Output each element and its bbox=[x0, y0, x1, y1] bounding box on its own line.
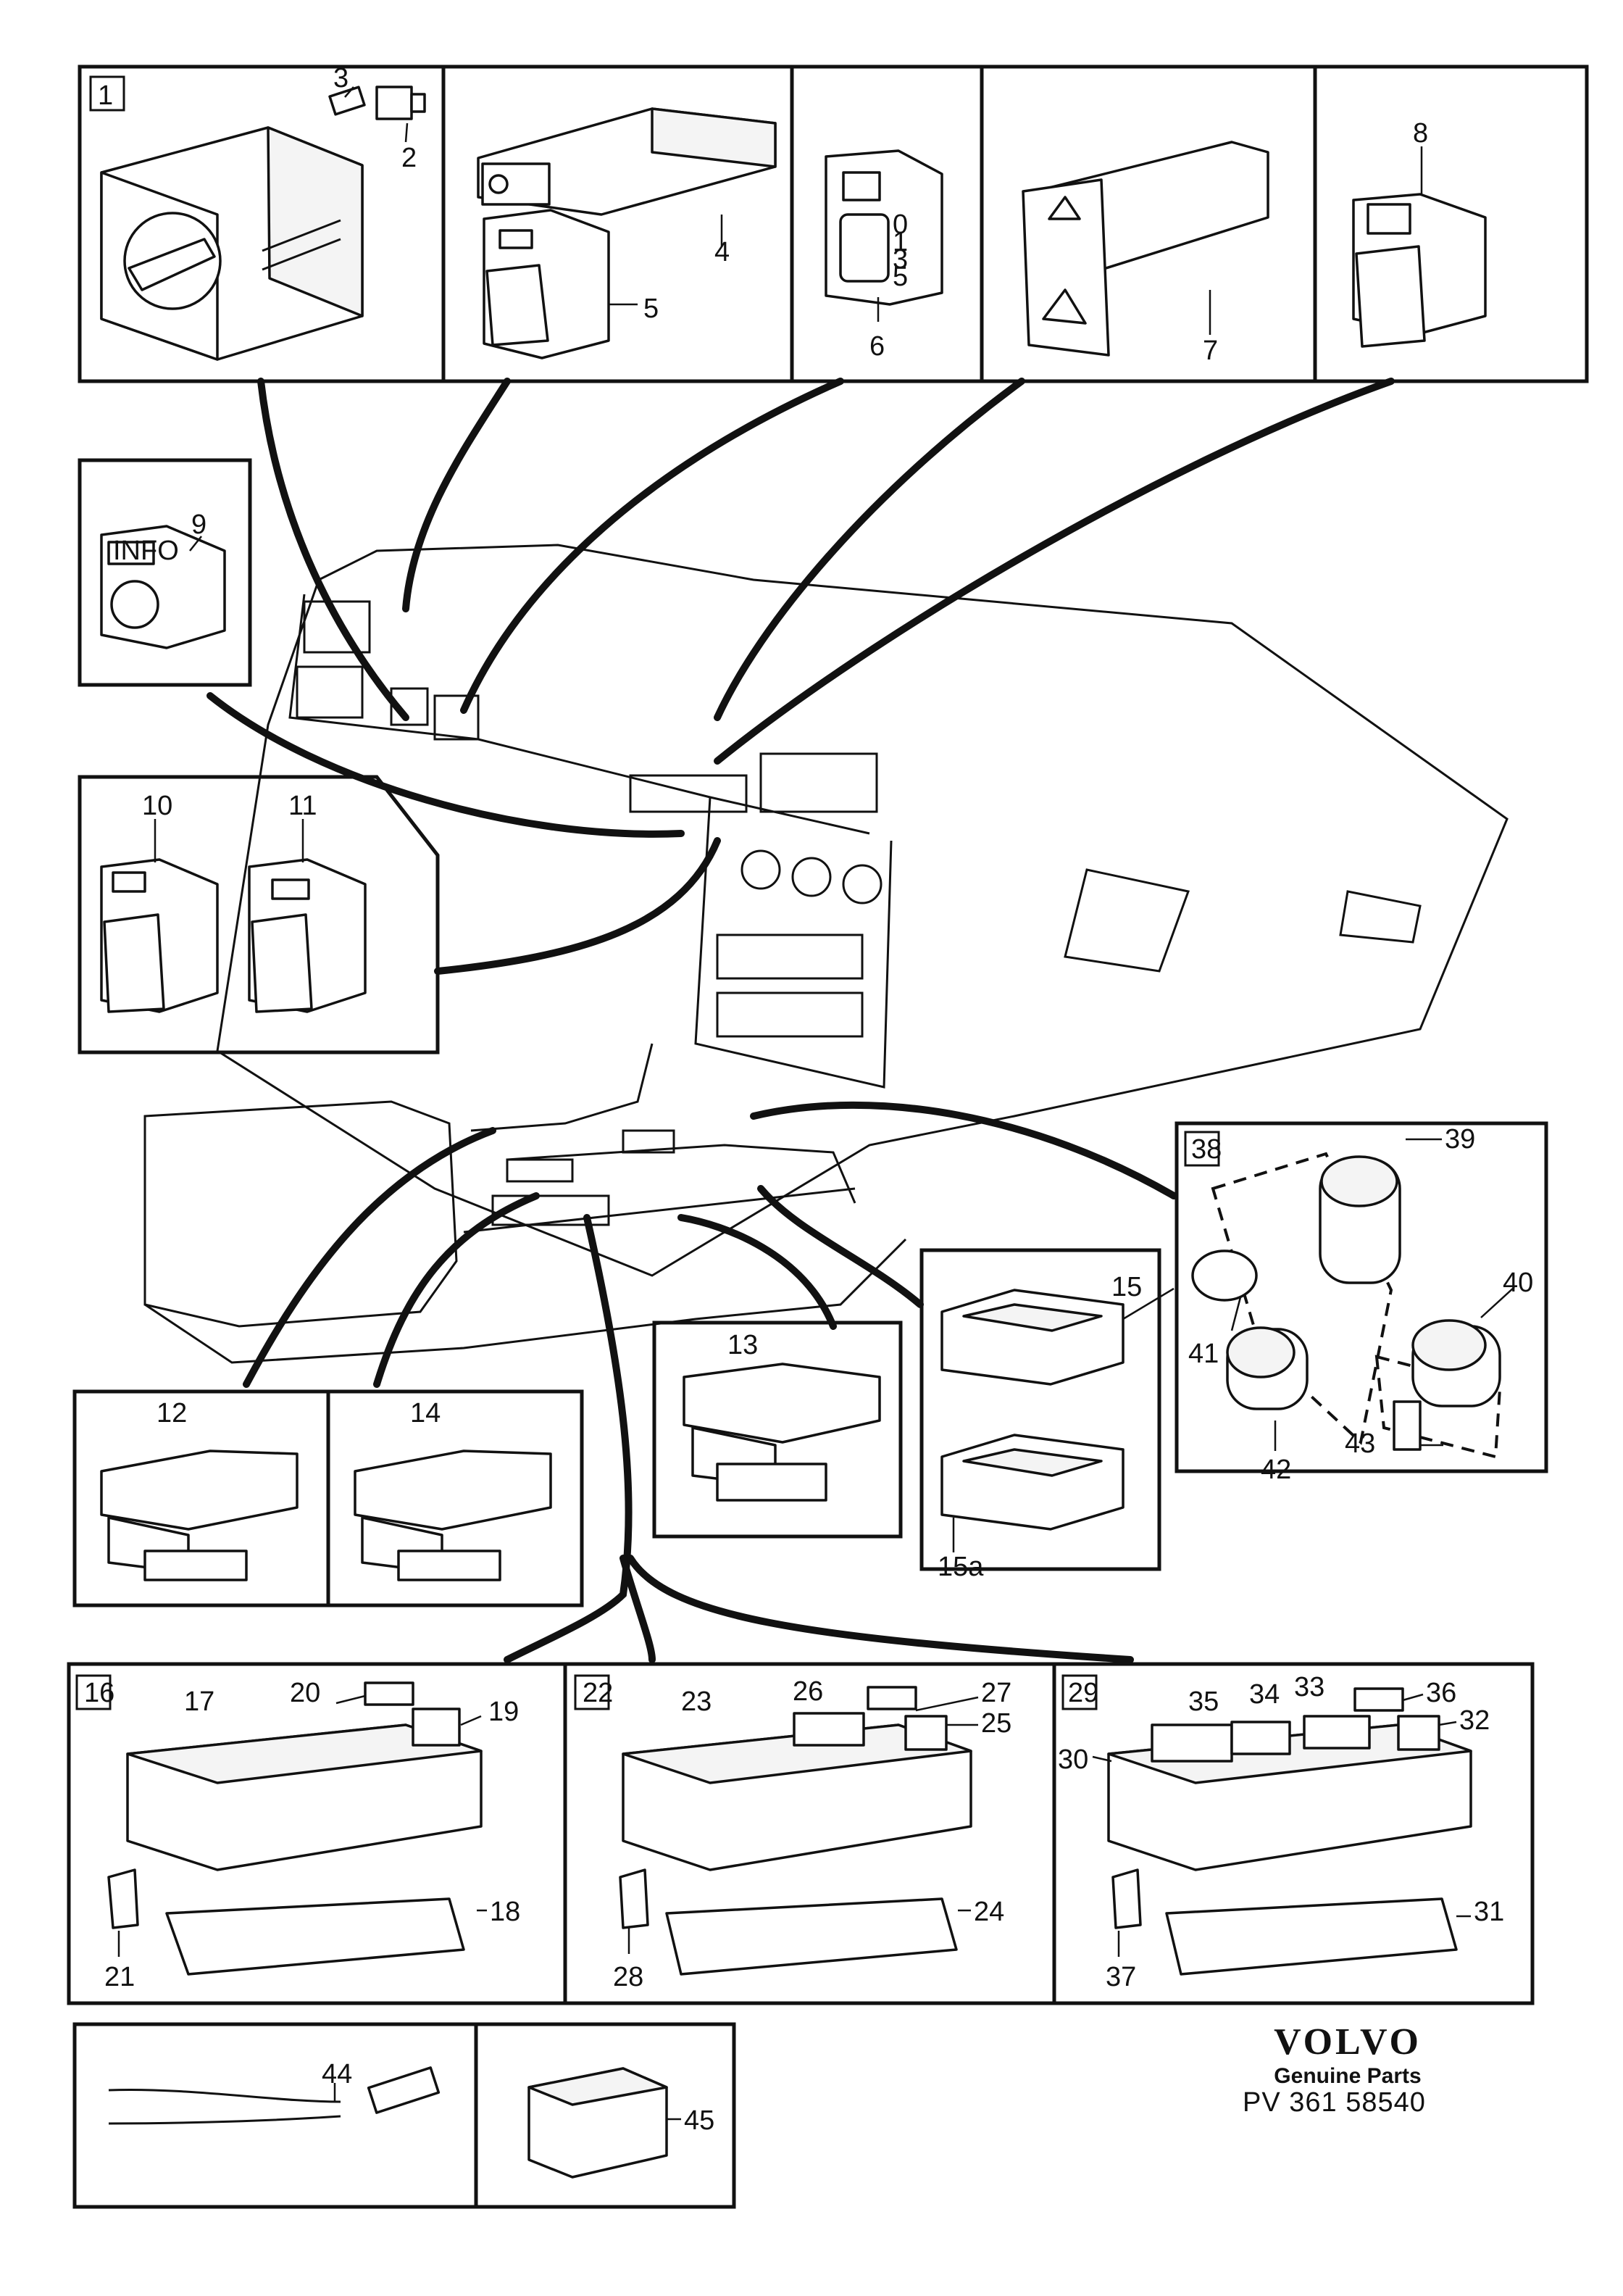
callout-40: 40 bbox=[1503, 1268, 1533, 1298]
callout-32: 32 bbox=[1459, 1705, 1490, 1736]
lighter-panel bbox=[1175, 1121, 1548, 1473]
callout-11: 11 bbox=[288, 791, 317, 821]
callout-39: 39 bbox=[1445, 1124, 1475, 1155]
callout-29: 29 bbox=[1068, 1678, 1098, 1708]
callout-37: 37 bbox=[1106, 1962, 1136, 1992]
holder-panel bbox=[919, 1248, 1161, 1571]
genuine-parts-label: Genuine Parts bbox=[1274, 2064, 1422, 2088]
switch-10-part bbox=[100, 858, 219, 1013]
callout-8: 8 bbox=[1413, 118, 1428, 149]
panel-22-box bbox=[574, 1674, 610, 1710]
callout-22: 22 bbox=[583, 1678, 613, 1708]
panel-29-box bbox=[1061, 1674, 1098, 1710]
holder-15-part bbox=[940, 1289, 1125, 1386]
bottom-small-panels bbox=[72, 2022, 736, 2209]
console-29-part bbox=[1107, 1687, 1472, 1976]
center-console-outline bbox=[143, 1100, 907, 1364]
callout-16: 16 bbox=[84, 1678, 114, 1708]
bulb-socket-part bbox=[328, 86, 426, 120]
mirror-switch-panel bbox=[652, 1320, 903, 1539]
window-switch-panel bbox=[72, 1389, 584, 1607]
console-22-part bbox=[619, 1686, 972, 1976]
brand-logo-text: VOLVO bbox=[1274, 2021, 1422, 2063]
callout-6: 6 bbox=[869, 331, 885, 362]
callout-1: 1 bbox=[98, 80, 113, 111]
switch-45-part bbox=[527, 2067, 668, 2179]
callout-3: 3 bbox=[333, 63, 349, 93]
cigar-lighter-parts bbox=[1191, 1155, 1501, 1451]
callout-33: 33 bbox=[1294, 1672, 1324, 1702]
console-switch-panels bbox=[67, 1662, 1535, 2005]
callout-45: 45 bbox=[684, 2105, 714, 2136]
callout-35: 35 bbox=[1188, 1686, 1219, 1717]
callout-12: 12 bbox=[157, 1398, 187, 1428]
mirror-switch-13-part bbox=[683, 1363, 881, 1502]
dial-label-5: 5 bbox=[893, 262, 908, 292]
leader-curves bbox=[206, 378, 1395, 1663]
callout-43: 43 bbox=[1345, 1428, 1375, 1459]
dimmer-switch-part bbox=[825, 149, 943, 306]
callout-28: 28 bbox=[613, 1962, 643, 1992]
hazard-switch-part bbox=[1022, 141, 1269, 357]
callout-20: 20 bbox=[290, 1678, 320, 1708]
lighter-dashed-group bbox=[1211, 1152, 1393, 1445]
info-switch-panel bbox=[78, 458, 252, 687]
callout-13: 13 bbox=[727, 1330, 758, 1360]
lighter-bulb-dashed-group bbox=[1374, 1355, 1502, 1459]
callout-27: 27 bbox=[981, 1678, 1011, 1708]
console-16-part bbox=[107, 1681, 483, 1976]
callout-26: 26 bbox=[793, 1676, 823, 1707]
callout-25: 25 bbox=[981, 1708, 1011, 1739]
callout-10: 10 bbox=[142, 791, 172, 821]
rocker-switch-part bbox=[483, 209, 610, 359]
callout-5: 5 bbox=[643, 294, 659, 324]
diagram-reference: PV 361 58540 bbox=[1243, 2087, 1426, 2118]
callout-15a: 15a bbox=[938, 1552, 984, 1582]
info-switch-part: INFO bbox=[100, 525, 226, 649]
callout-30: 30 bbox=[1058, 1744, 1088, 1775]
callout-36: 36 bbox=[1426, 1678, 1456, 1708]
dashboard-outline bbox=[216, 544, 1509, 1277]
switch-11-part bbox=[248, 858, 367, 1013]
brand-block: VOLVO Genuine Parts bbox=[1232, 2022, 1464, 2090]
callout-2: 2 bbox=[401, 143, 417, 173]
callout-18: 18 bbox=[490, 1897, 520, 1927]
window-switch-12-part bbox=[100, 1449, 299, 1581]
callout-15: 15 bbox=[1111, 1272, 1142, 1302]
callout-41: 41 bbox=[1188, 1339, 1219, 1369]
rear-heater-switch-part bbox=[1352, 193, 1487, 348]
callout-4: 4 bbox=[714, 237, 730, 267]
dial-label-1: 1 bbox=[893, 227, 908, 257]
panel-38-box bbox=[1184, 1131, 1220, 1167]
window-switch-14-part bbox=[354, 1449, 552, 1581]
callout-21: 21 bbox=[104, 1962, 135, 1992]
callout-34: 34 bbox=[1249, 1679, 1280, 1710]
rocker-switch-panel bbox=[78, 775, 440, 1055]
callout-17: 17 bbox=[184, 1686, 214, 1717]
dial-label-0: 0 bbox=[893, 209, 908, 240]
callout-7: 7 bbox=[1203, 336, 1218, 366]
panel-16-box bbox=[75, 1674, 112, 1710]
callout-24: 24 bbox=[974, 1897, 1004, 1927]
holder-15a-part bbox=[940, 1434, 1125, 1531]
callout-23: 23 bbox=[681, 1686, 712, 1717]
callout-44: 44 bbox=[322, 2059, 352, 2089]
callout-9: 9 bbox=[191, 509, 206, 540]
panel-index-box bbox=[89, 75, 125, 112]
callout-31: 31 bbox=[1474, 1897, 1504, 1927]
dial-label-3: 3 bbox=[893, 244, 908, 275]
info-label: INFO bbox=[113, 536, 179, 566]
callout-38: 38 bbox=[1191, 1134, 1222, 1165]
leader-ticks bbox=[117, 86, 1515, 2121]
callout-42: 42 bbox=[1261, 1455, 1291, 1485]
harness-44-part bbox=[108, 2066, 441, 2125]
callout-19: 19 bbox=[488, 1697, 519, 1727]
switch-module-part bbox=[477, 107, 777, 216]
light-switch-part bbox=[100, 126, 364, 361]
callout-14: 14 bbox=[410, 1398, 441, 1428]
